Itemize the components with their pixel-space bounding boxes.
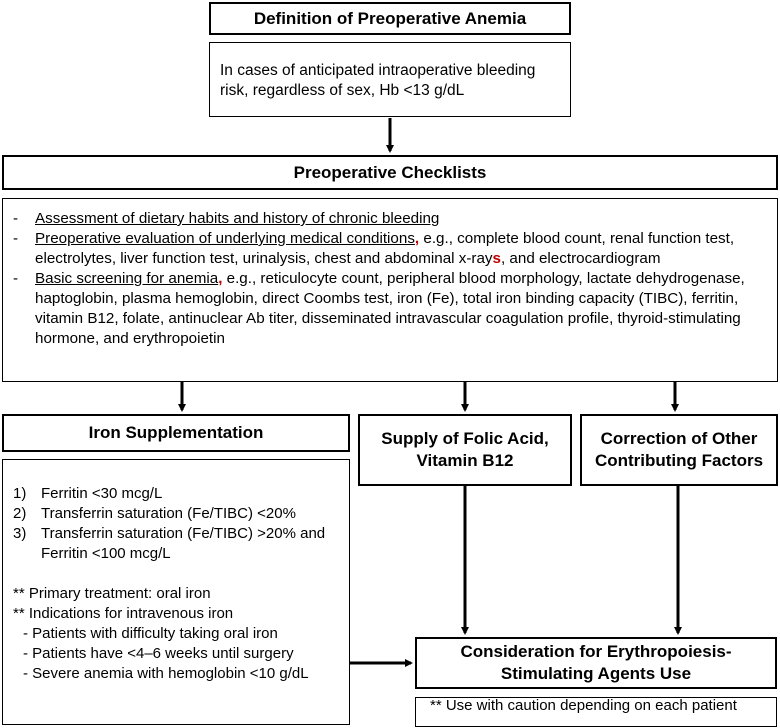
checklist-item-medical: Preoperative evaluation of underlying me… (11, 229, 769, 269)
iron-iv-item-2: - Patients have <4–6 weeks until surgery (23, 645, 294, 662)
checklist-item-dietary-text: Assessment of dietary habits and history… (35, 210, 440, 227)
iron-criterion-1: 1)Ferritin <30 mcg/L (13, 485, 163, 502)
checklist-item-screening-comma: , (218, 270, 223, 287)
iron-criterion-3: 3)Transferrin saturation (Fe/TIBC) >20% … (13, 525, 326, 562)
esa-title: Consideration for Erythropoiesis-Stimula… (460, 642, 732, 683)
checklists-title: Preoperative Checklists (293, 162, 487, 182)
iron-primary-treatment: ** Primary treatment: oral iron (13, 585, 211, 602)
definition-title: Definition of Preoperative Anemia (253, 8, 527, 28)
iron-title-box: Iron Supplementation (2, 414, 350, 452)
definition-title-box: Definition of Preoperative Anemia (209, 2, 571, 35)
checklist-item-medical-s: s (492, 250, 501, 267)
folic-acid-box: Supply of Folic Acid, Vitamin B12 (358, 414, 572, 486)
definition-criterion-box: In cases of anticipated intraoperative b… (209, 42, 571, 117)
checklists-body: Assessment of dietary habits and history… (2, 198, 778, 382)
iron-iv-title: ** Indications for intravenous iron (13, 605, 234, 622)
iron-criterion-2: 2)Transferrin saturation (Fe/TIBC) <20% (13, 505, 296, 522)
checklists-title-box: Preoperative Checklists (2, 155, 778, 190)
other-factors-box: Correction of Other Contributing Factors (580, 414, 778, 486)
checklist-item-medical-heading: Preoperative evaluation of underlying me… (35, 230, 415, 247)
checklist-item-screening-heading: Basic screening for anemia (35, 270, 219, 287)
checklist-item-screening-text: e.g., reticulocyte count, peripheral blo… (35, 270, 745, 347)
definition-criterion: In cases of anticipated intraoperative b… (220, 62, 536, 99)
iron-title: Iron Supplementation (88, 423, 264, 442)
iron-body: 1)Ferritin <30 mcg/L 2)Transferrin satur… (2, 459, 350, 725)
checklist-item-screening: Basic screening for anemia, e.g., reticu… (11, 269, 769, 349)
esa-note: ** Use with caution depending on each pa… (430, 697, 737, 714)
esa-title-box: Consideration for Erythropoiesis-Stimula… (415, 637, 777, 689)
iron-iv-item-1: - Patients with difficulty taking oral i… (23, 625, 278, 642)
folic-acid-title: Supply of Folic Acid, Vitamin B12 (381, 429, 549, 470)
checklist-item-medical-comma: , (414, 230, 420, 247)
checklist-item-medical-text: e.g., complete blood count, renal functi… (35, 230, 735, 267)
other-factors-title: Correction of Other Contributing Factors (594, 429, 764, 470)
checklist-item-dietary: Assessment of dietary habits and history… (11, 209, 769, 229)
checklist-item-medical-end: , and electrocardiogram (500, 250, 661, 267)
iron-iv-item-3: - Severe anemia with hemoglobin <10 g/dL (23, 665, 309, 682)
esa-note-box: ** Use with caution depending on each pa… (415, 697, 777, 727)
